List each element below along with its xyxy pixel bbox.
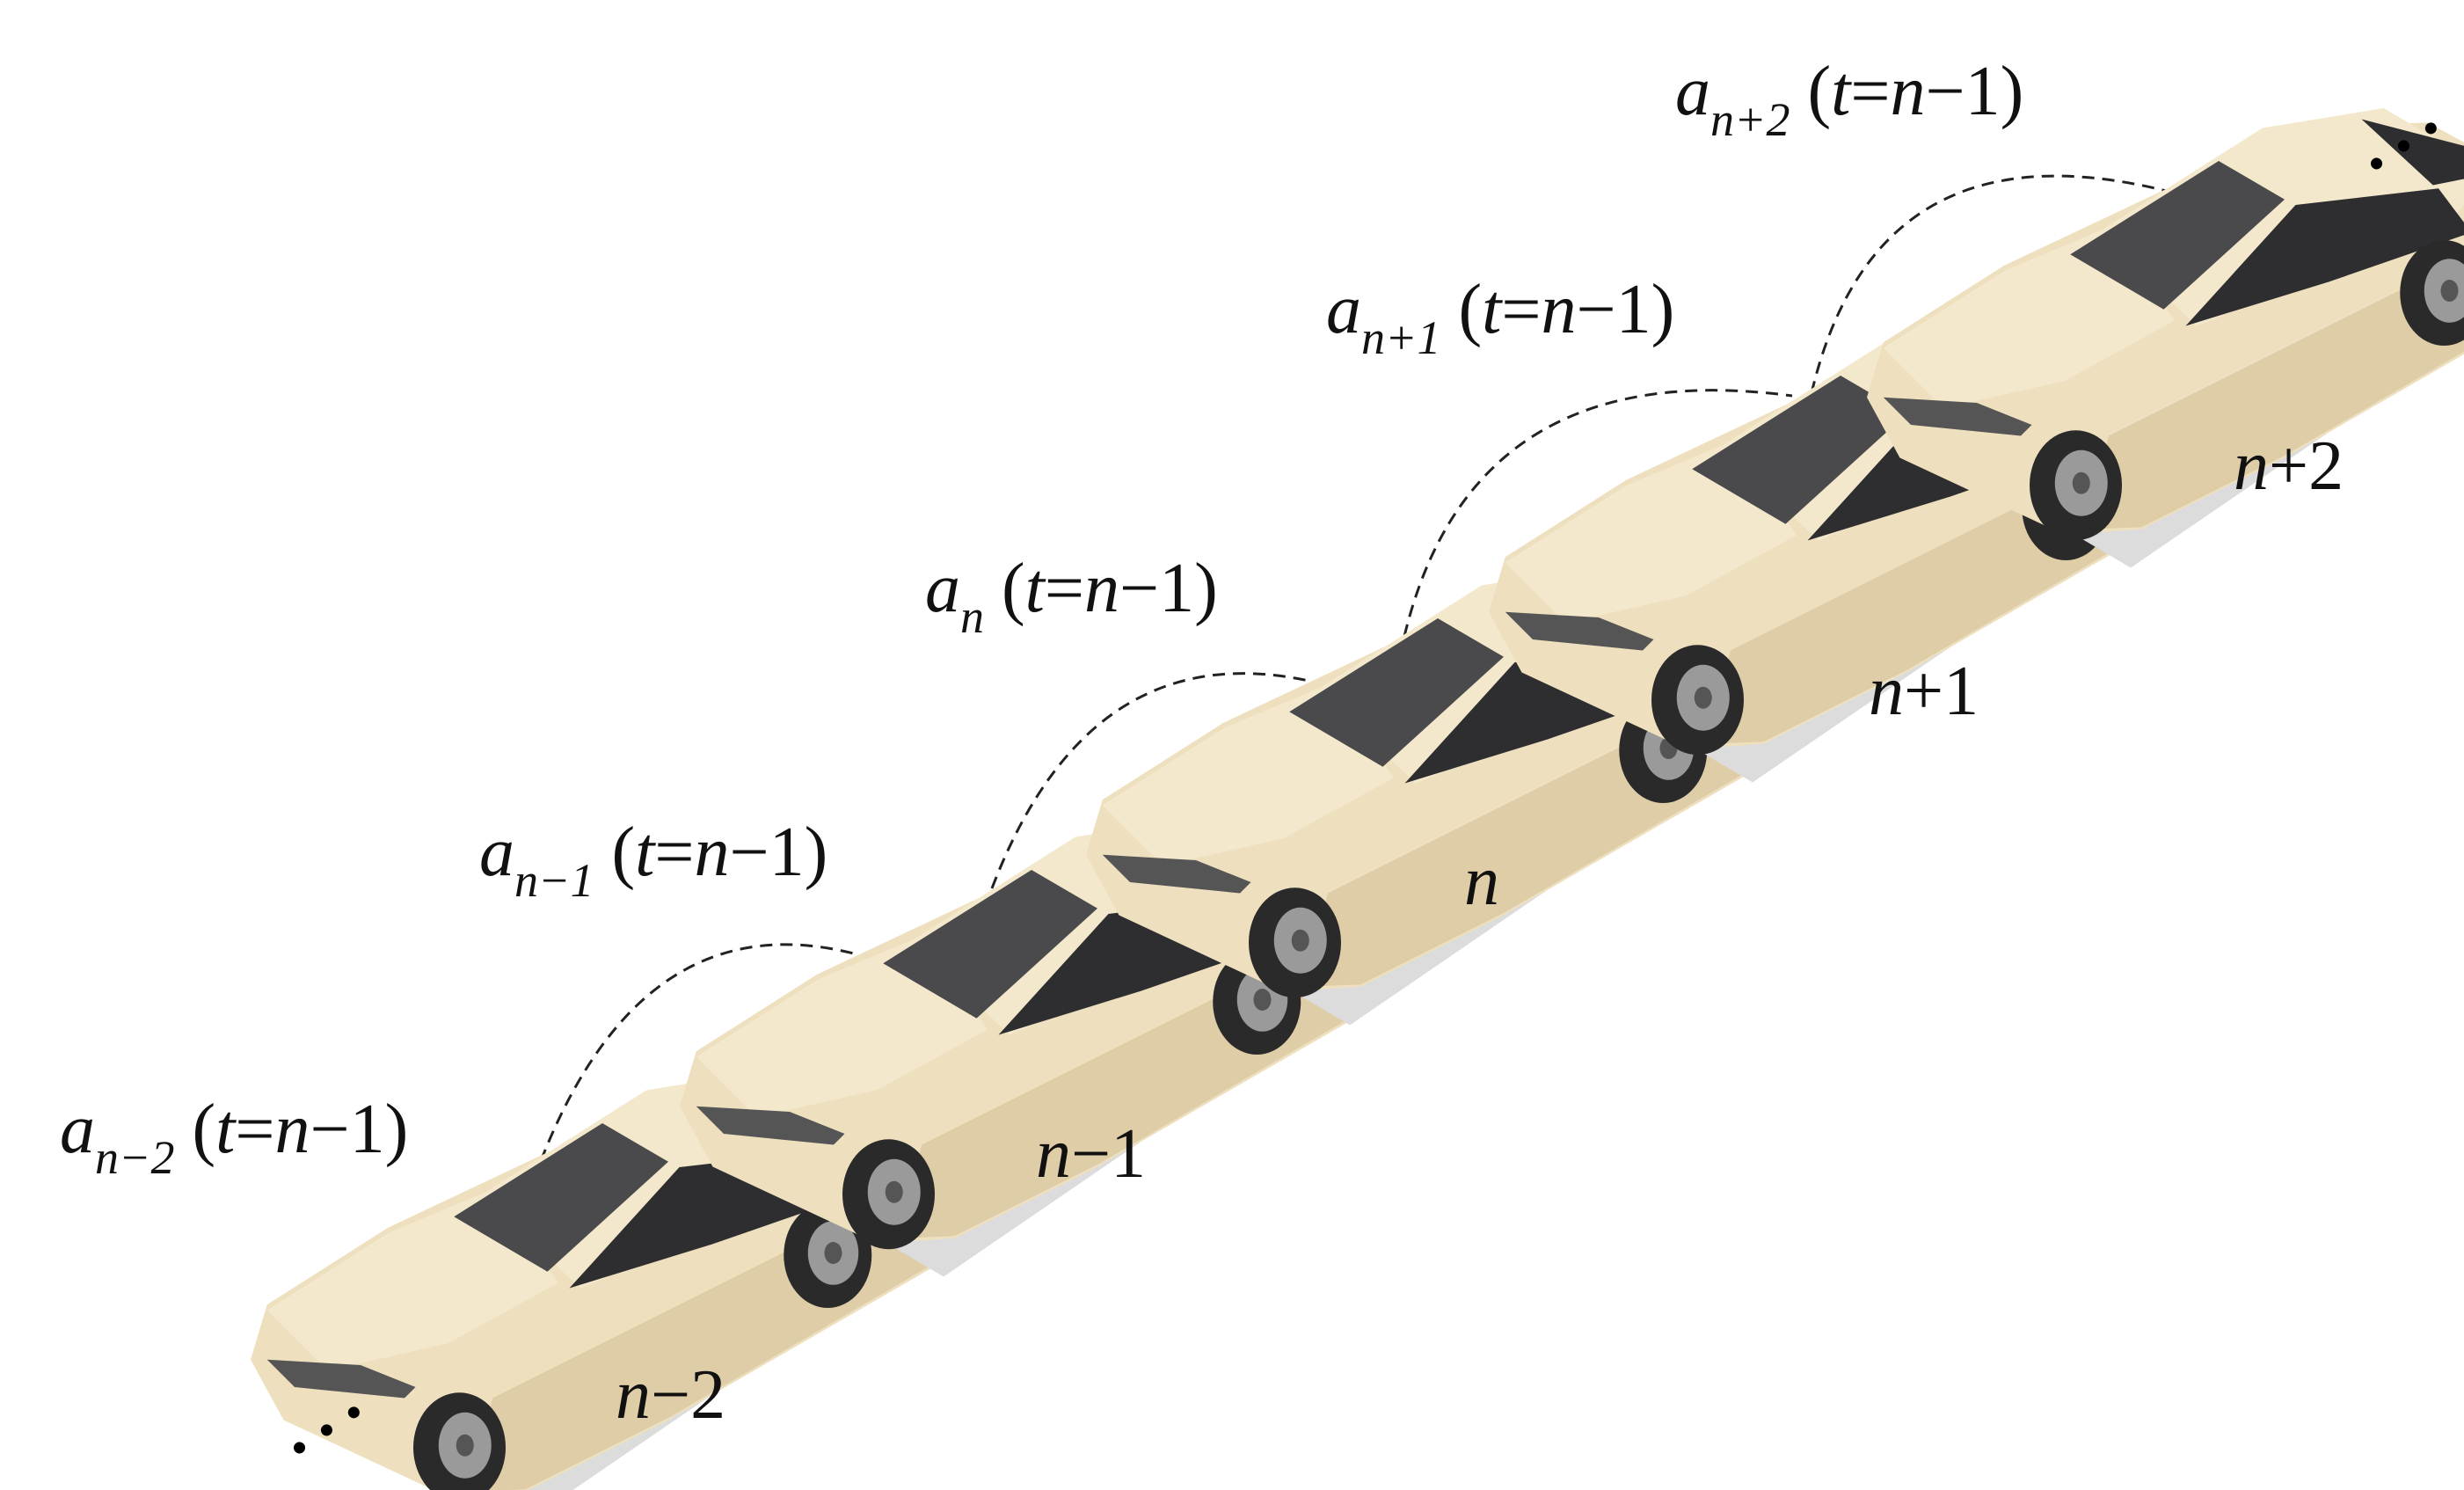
vehicle-label-n: n <box>1464 843 1499 920</box>
link-n-1 <box>990 672 1357 889</box>
accel-label-n-2: an−2 (t=n−1) <box>60 1091 408 1184</box>
vehicle-label-n+1: n+1 <box>1869 653 1979 730</box>
link-n <box>1398 389 1793 657</box>
dashed-links <box>539 174 2177 1162</box>
accel-label-n+2: an+2 (t=n−1) <box>1675 53 2023 146</box>
vehicle-label-n-1: n−1 <box>1036 1115 1146 1193</box>
vehicle-label-n+2: n+2 <box>2234 427 2344 505</box>
accel-label-n-1: an−1 (t=n−1) <box>479 814 827 907</box>
acceleration-labels: an−2 (t=n−1) an−1 (t=n−1) an (t=n−1) an+… <box>60 53 2023 1184</box>
accel-label-n: an (t=n−1) <box>925 550 1218 643</box>
vehicle-label-n-2: n−2 <box>616 1356 725 1434</box>
link-n+1 <box>1810 174 2177 394</box>
accel-label-n+1: an+1 (t=n−1) <box>1326 271 1674 364</box>
link-n-2 <box>539 943 889 1162</box>
index-labels: n−2 n−1 n n+1 n+2 <box>616 427 2344 1434</box>
